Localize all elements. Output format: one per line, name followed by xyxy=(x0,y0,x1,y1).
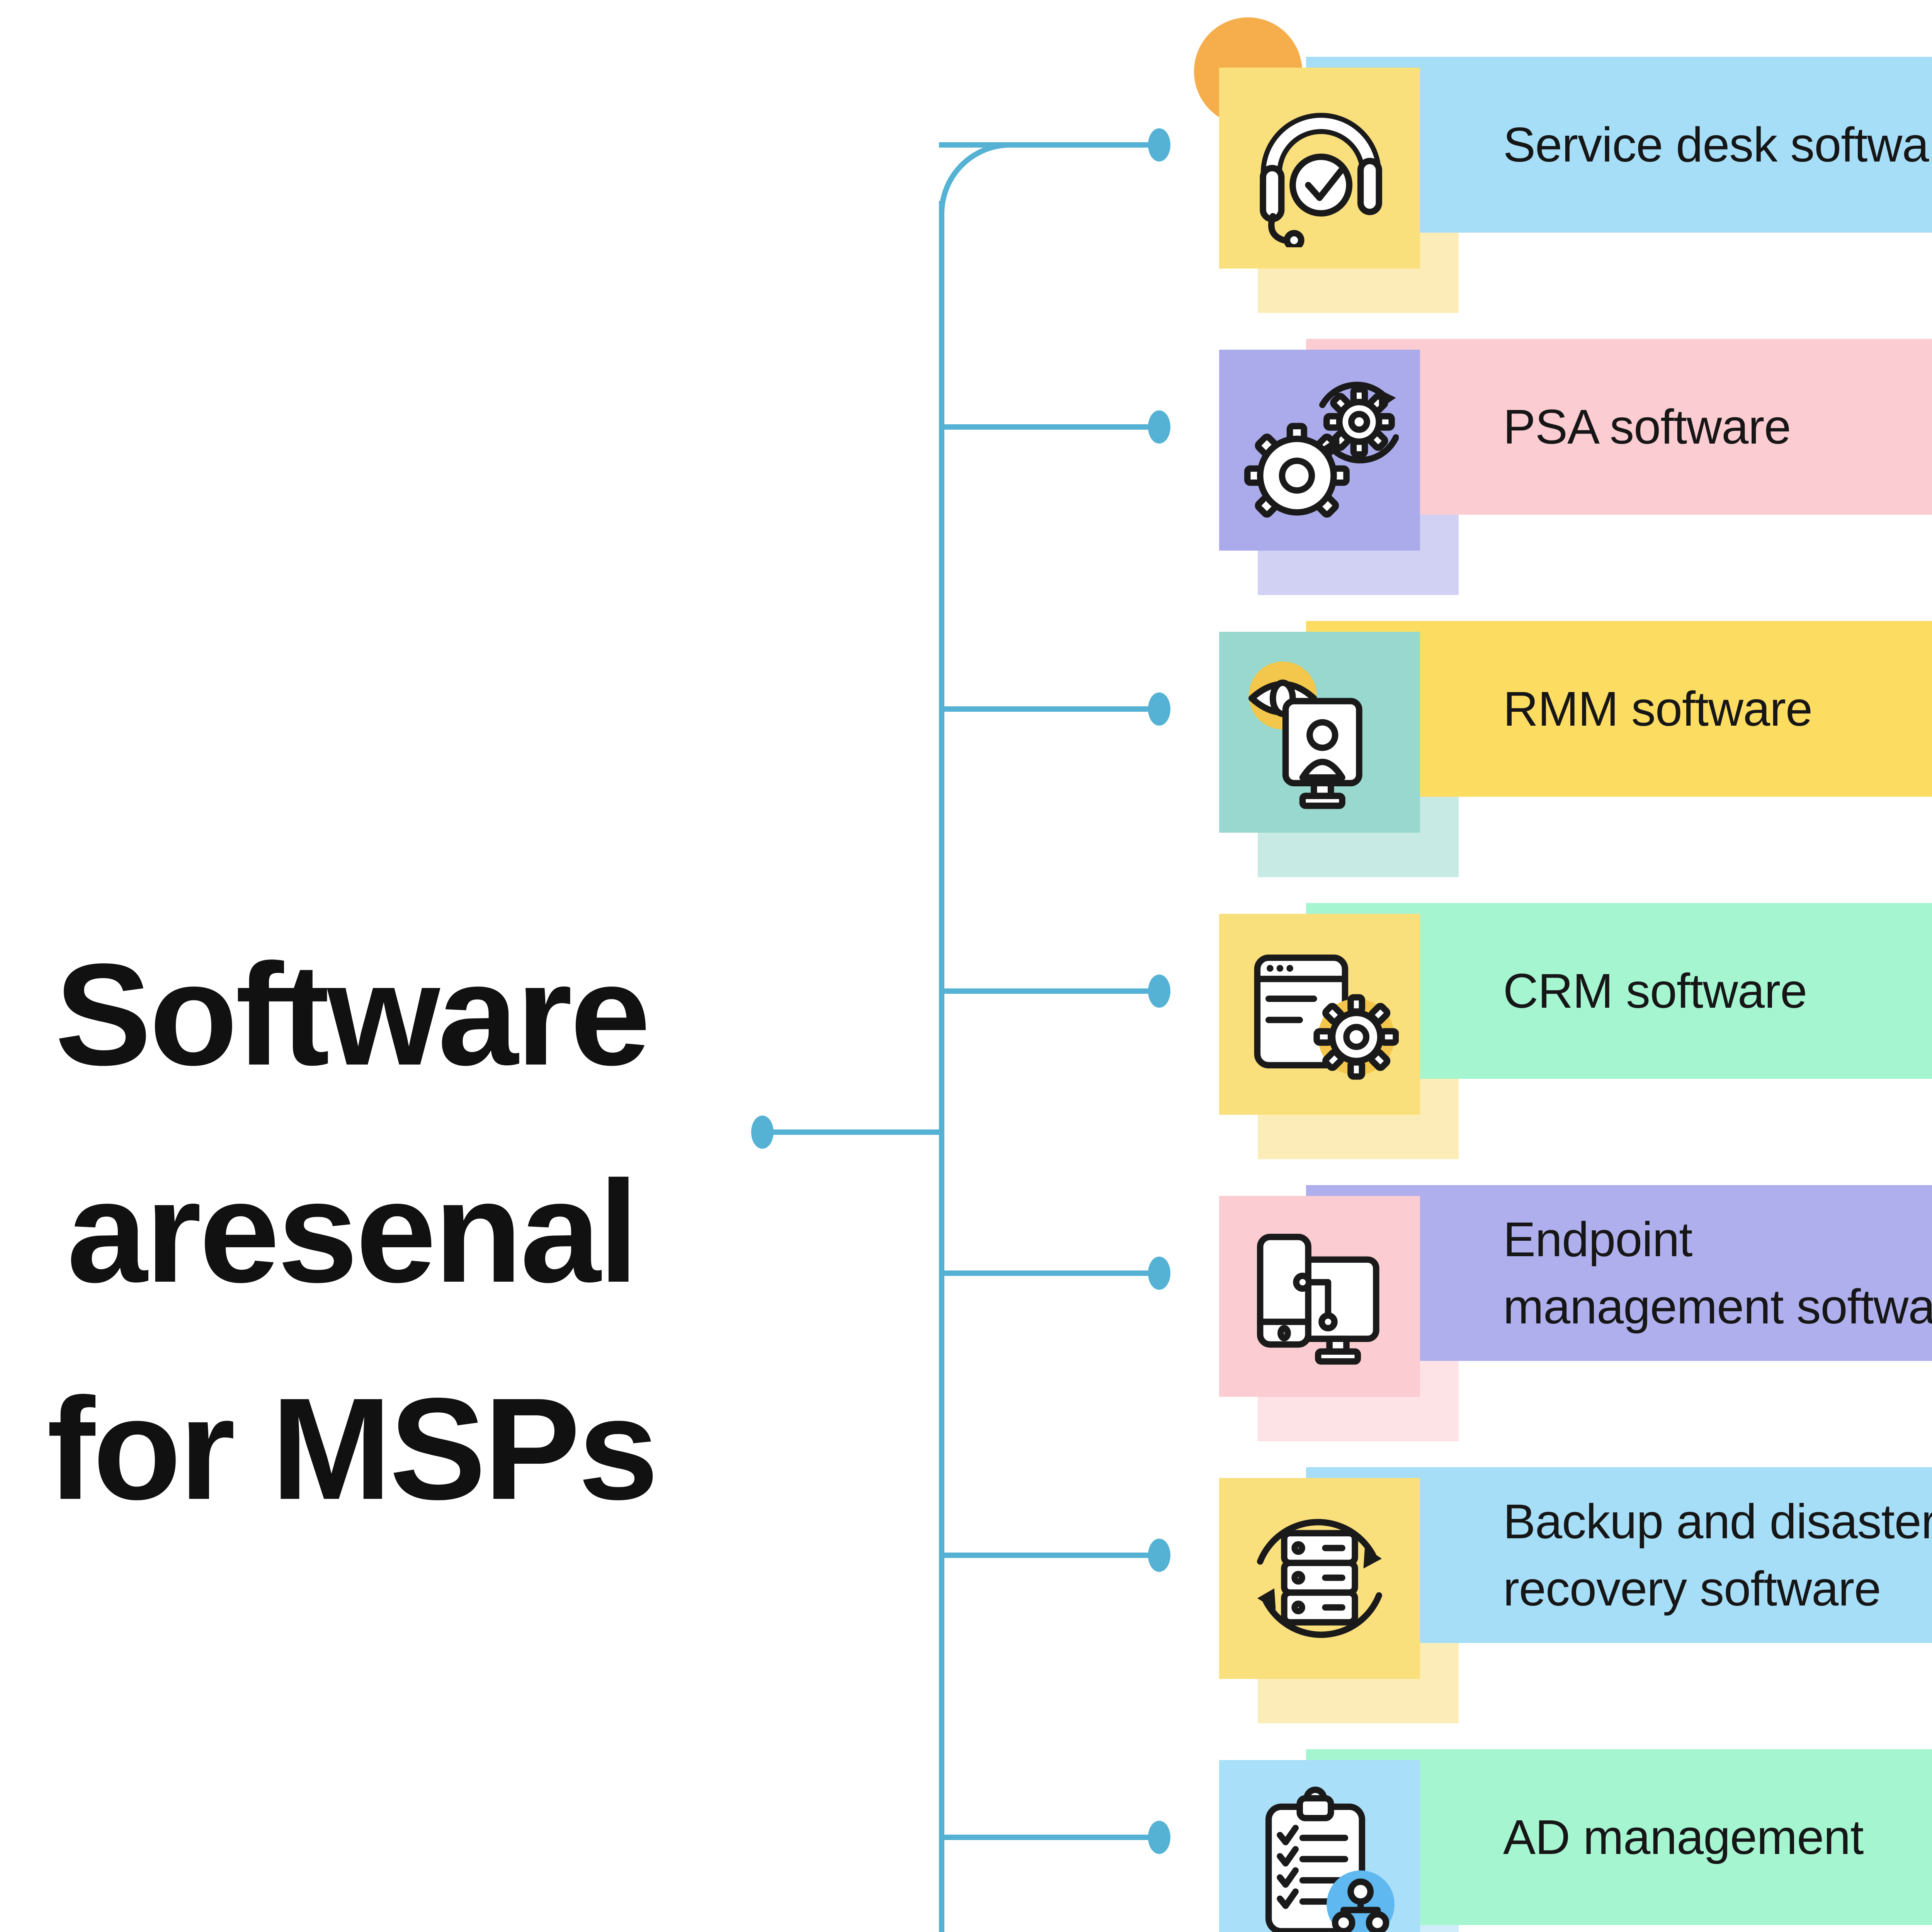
title-line-1: Software xyxy=(55,934,651,1095)
tree-spine xyxy=(939,201,944,1932)
branch-dot xyxy=(1148,1539,1170,1572)
row-label: PSA software xyxy=(1503,400,1791,454)
branch-dot xyxy=(1148,692,1170,726)
row-rmm: RMM software xyxy=(0,609,1932,877)
backup-server-sync-icon xyxy=(1257,1519,1382,1638)
psa-gears-sync-icon xyxy=(1244,381,1399,518)
row-ad: AD management xyxy=(0,1737,1932,1932)
row-psa: PSA software xyxy=(0,327,1932,595)
icon-tile xyxy=(1219,632,1420,833)
branch-dot xyxy=(1148,410,1170,444)
icon-tile xyxy=(1219,1196,1420,1397)
page-title: Software aresenal for MSPs xyxy=(8,906,696,1558)
row-crm: CRM software xyxy=(0,891,1932,1159)
branch-line xyxy=(939,706,1159,712)
branch-line xyxy=(939,1270,1159,1276)
row-label: Endpoint management software xyxy=(1503,1212,1932,1334)
title-connector-line xyxy=(762,1129,944,1135)
ad-clipboard-orgchart-icon xyxy=(1265,1786,1395,1932)
row-label: CRM software xyxy=(1503,964,1807,1018)
icon-tile xyxy=(1219,68,1420,269)
branch-dot xyxy=(1148,975,1170,1008)
row-label: Backup and disaster recovery software xyxy=(1503,1494,1932,1616)
branch-dot xyxy=(1148,1821,1170,1854)
endpoint-devices-icon xyxy=(1257,1234,1379,1365)
title-line-2: aresenal xyxy=(67,1151,639,1313)
row-endpoint: Endpoint management software xyxy=(0,1173,1932,1441)
branch-line xyxy=(939,988,1159,994)
branch-line xyxy=(939,1553,1159,1558)
crm-browser-gear-icon xyxy=(1254,954,1399,1080)
row-label: AD management xyxy=(1503,1810,1864,1864)
row-backup: Backup and disaster recovery software xyxy=(0,1455,1932,1723)
title-connector-dot xyxy=(751,1116,774,1149)
title-line-3: for MSPs xyxy=(47,1368,658,1530)
branch-line xyxy=(939,1835,1159,1840)
icon-tile xyxy=(1219,914,1420,1115)
row-label: RMM software xyxy=(1503,682,1813,736)
branch-line xyxy=(939,424,1159,430)
row-label: Service desk software xyxy=(1503,117,1932,172)
icon-tile xyxy=(1219,350,1420,551)
rmm-monitor-eye-icon xyxy=(1248,661,1362,809)
icon-tile xyxy=(1219,1760,1420,1932)
branch-line xyxy=(939,142,1159,148)
branch-dot xyxy=(1148,128,1170,162)
service-desk-headset-icon xyxy=(1260,112,1382,247)
branch-dot xyxy=(1148,1257,1170,1290)
row-service-desk: Service desk software xyxy=(0,17,1932,313)
icon-tile xyxy=(1219,1478,1420,1679)
